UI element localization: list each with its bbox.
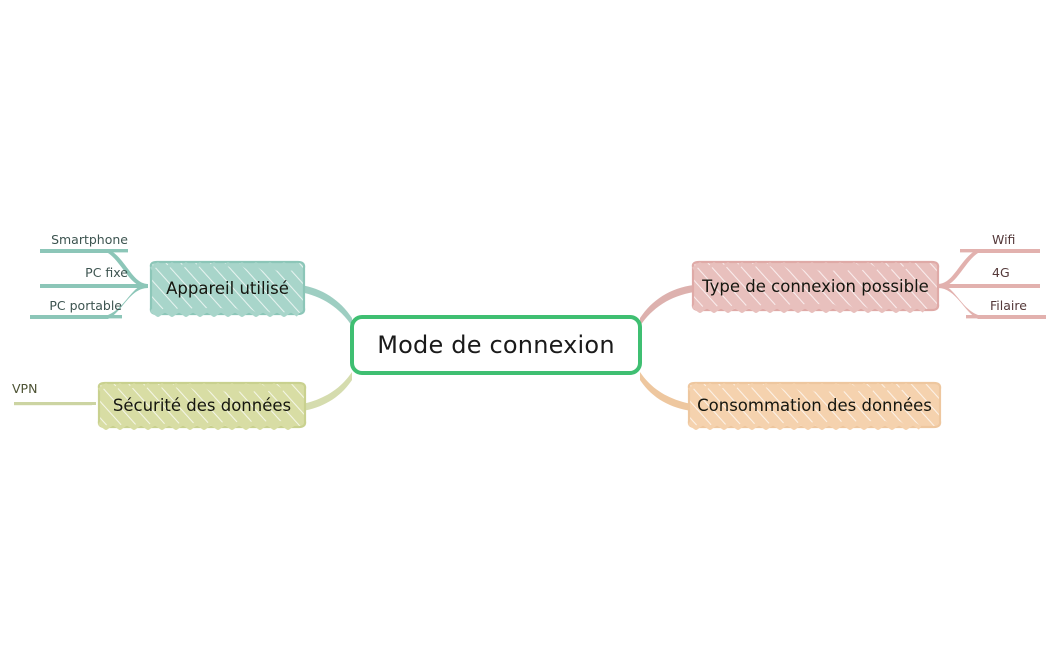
sketch-fill-peach (687, 381, 942, 430)
leaf-label-filaire[interactable]: Filaire (990, 298, 1027, 313)
sketch-fill-olive (97, 381, 307, 430)
root-node[interactable]: Mode de connexion (350, 315, 642, 375)
branch-node-appareil[interactable]: Appareil utilisé (149, 260, 306, 317)
branch-node-consommation[interactable]: Consommation des données (687, 381, 942, 430)
leaf-label-pc-fixe[interactable]: PC fixe (85, 265, 128, 280)
connector-appareil-pcfixe (40, 284, 148, 288)
leaf-label-smartphone[interactable]: Smartphone (51, 232, 128, 247)
leaf-label-wifi[interactable]: Wifi (992, 232, 1016, 247)
branch-label-consommation: Consommation des données (697, 395, 932, 415)
leaf-underline-smartphone (40, 249, 128, 253)
leaf-label-4g[interactable]: 4G (992, 265, 1010, 280)
branch-label-securite: Sécurité des données (112, 395, 292, 415)
leaf-underline-4g (960, 284, 1040, 288)
sketch-fill-pink (691, 260, 940, 313)
connector-root-type (640, 285, 694, 326)
leaf-underline-pcfixe (40, 284, 128, 288)
leaf-underline-vpn (14, 402, 92, 406)
branch-label-appareil: Appareil utilisé (166, 278, 289, 298)
sketch-fill-teal (149, 260, 306, 317)
leaf-label-pc-portable[interactable]: PC portable (49, 298, 122, 313)
root-label: Mode de connexion (377, 331, 615, 359)
connector-type-4g (938, 284, 1040, 288)
connector-securite-vpn (14, 402, 96, 405)
leaf-label-vpn[interactable]: VPN (12, 381, 38, 396)
branch-node-type-connexion[interactable]: Type de connexion possible (691, 260, 940, 313)
leaf-underline-filaire (966, 315, 1046, 319)
branch-label-type-connexion: Type de connexion possible (702, 276, 929, 296)
branch-node-securite[interactable]: Sécurité des données (97, 381, 307, 430)
leaf-underline-wifi (960, 249, 1040, 253)
leaf-underline-pcportable (30, 315, 122, 319)
